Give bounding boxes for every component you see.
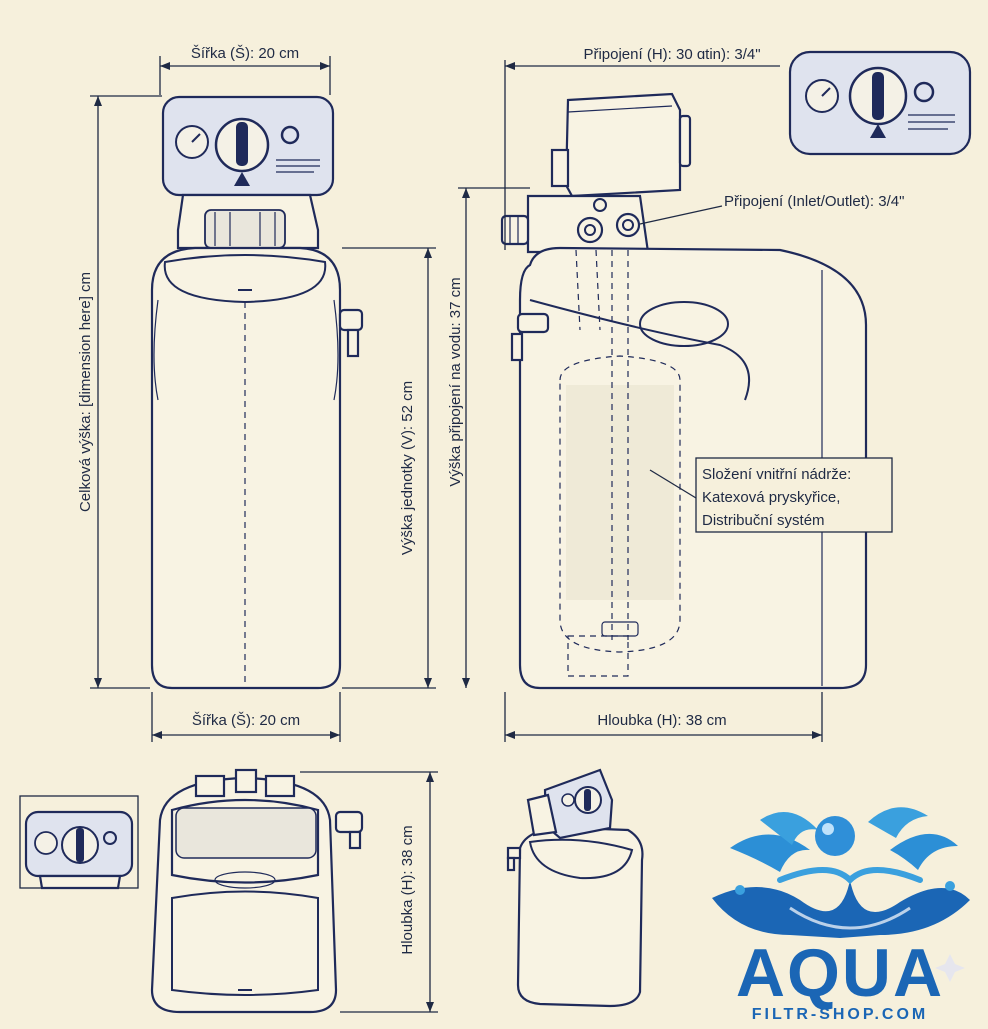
logo-word: AQUA <box>736 935 944 1011</box>
front-warning-triangle <box>234 172 250 186</box>
total-height-dimension: Celková výška: [dimension here] cm <box>77 95 162 689</box>
water-connection-height-dimension: Výška připojení na vodu: 37 cm <box>447 187 530 688</box>
side-depth-dimension: Hloubka (H): 38 cm <box>504 692 823 742</box>
resin-bed <box>566 385 674 600</box>
top-view <box>150 768 364 1014</box>
top-depth-dimension: Hloubka (H): 38 cm <box>300 771 438 1013</box>
front-width-top-label: Šířka (Š): 20 cm <box>191 45 299 62</box>
side-inlet-fitting <box>500 214 530 246</box>
front-width-top-dimension: Šířka (Š): 20 cm <box>159 45 331 95</box>
water-connection-height-label: Výška připojení na vodu: 37 cm <box>447 277 464 486</box>
front-width-bottom-label: Šířka (Š): 20 cm <box>192 712 300 729</box>
top-lid <box>171 890 319 996</box>
internal-tank <box>559 355 681 653</box>
connection-top-dimension: Připojení (H): 30 ɑtin): 3/4" <box>504 46 780 250</box>
total-height-label: Celková výška: [dimension here] cm <box>77 272 94 512</box>
tank-composition-line1: Složení vnitřní nádrže: <box>702 466 851 483</box>
tank-composition-line2: Katexová pryskyřice, <box>702 489 840 506</box>
top-depth-label: Hloubka (H): 38 cm <box>399 825 416 954</box>
tank-composition-line3: Distribuční systém <box>702 512 825 529</box>
control-head-detail <box>788 50 972 156</box>
iso-cabinet <box>516 826 644 1008</box>
aqua-logo: AQUA FILTR-SHOP.COM <box>712 807 970 1023</box>
tank-composition-callout: Složení vnitřní nádrže: Katexová pryskyř… <box>649 457 893 533</box>
logo-subtitle: FILTR-SHOP.COM <box>752 1006 929 1023</box>
front-width-bottom-dimension: Šířka (Š): 20 cm <box>151 692 341 742</box>
connection-top-label: Připojení (H): 30 ɑtin): 3/4" <box>583 46 760 63</box>
connection-inlet-label: Připojení (Inlet/Outlet): 3/4" <box>724 193 904 210</box>
top-view-inset <box>19 795 139 890</box>
water-splash-icon <box>712 807 970 938</box>
sparkle-icon <box>935 954 965 982</box>
front-view <box>150 95 364 690</box>
tank-composition-box <box>695 457 893 533</box>
side-window <box>639 301 729 347</box>
front-cabinet <box>150 246 342 690</box>
connection-inlet-callout: Připojení (Inlet/Outlet): 3/4" <box>639 193 904 225</box>
unit-height-label: Výška jednotky (V): 52 cm <box>399 381 416 555</box>
front-lid <box>163 254 327 304</box>
unit-height-dimension: Výška jednotky (V): 52 cm <box>342 247 436 689</box>
side-view <box>500 92 868 690</box>
isometric-view <box>506 768 644 1008</box>
side-depth-label: Hloubka (H): 38 cm <box>597 712 726 729</box>
